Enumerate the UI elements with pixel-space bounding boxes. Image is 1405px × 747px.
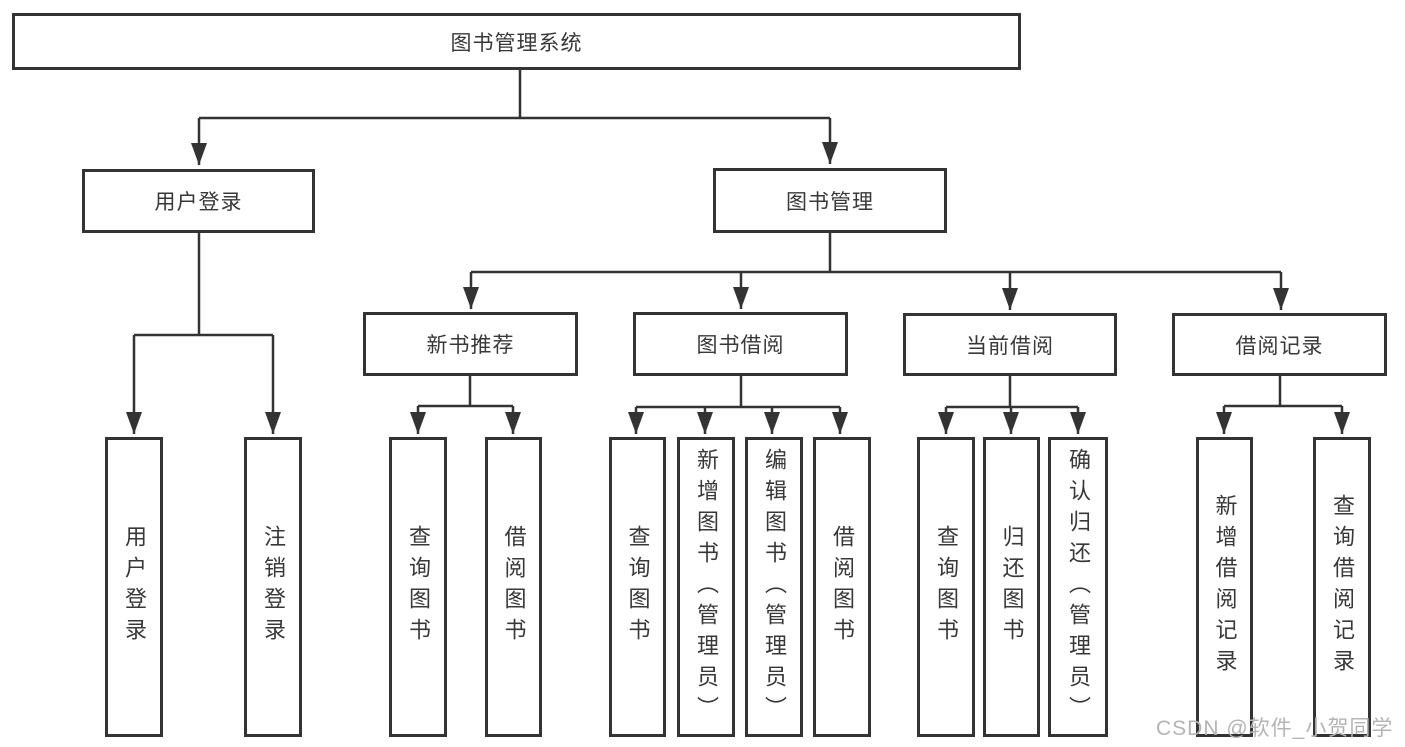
node-borrow-record: 借阅记录 [1172,313,1387,376]
edge-book-management-to-level3 [463,233,1289,310]
node-current-borrow: 当前借阅 [903,313,1117,376]
node-label: 图书管理 [786,190,874,214]
leaf-label: 查询图书 [625,525,651,649]
leaf-query-borrow-record: 查询借阅记录 [1313,437,1371,737]
leaf-label: 查询借阅记录 [1330,494,1355,680]
csdn-watermark: CSDN @软件_小贺同学 [1156,717,1394,740]
edge-book-borrow-to-leaves [628,376,848,434]
leaf-label: 确认归还（管理员） [1066,447,1091,727]
node-library-management-system: 图书管理系统 [12,13,1021,70]
leaf-query-book-recommend: 查询图书 [389,437,447,737]
leaf-borrow-book-recommend: 借阅图书 [485,437,542,737]
leaf-query-book-current: 查询图书 [917,437,975,737]
edge-borrow-record-to-leaves [1216,376,1350,434]
node-label: 图书管理系统 [450,31,583,55]
leaf-label: 新增图书（管理员） [694,447,719,727]
node-new-book-recommend: 新书推荐 [363,312,578,376]
leaf-add-book-admin: 新增图书（管理员） [677,437,735,737]
edge-root-to-level2 [191,70,838,165]
leaf-return-book: 归还图书 [983,437,1040,737]
edge-user-login-to-leaves [126,233,281,434]
leaf-user-login: 用户登录 [105,437,163,737]
leaf-logout: 注销登录 [244,437,302,737]
leaf-confirm-return-admin: 确认归还（管理员） [1048,437,1108,737]
leaf-label: 借阅图书 [501,525,527,649]
edge-current-borrow-to-leaves [938,376,1086,434]
node-label: 新书推荐 [426,334,515,357]
leaf-query-book-borrow: 查询图书 [609,437,666,737]
edge-new-book-to-leaves [410,376,521,434]
leaf-borrow-book: 借阅图书 [813,437,871,737]
node-label: 用户登录 [154,191,243,214]
leaf-label: 归还图书 [999,525,1025,649]
node-book-borrow: 图书借阅 [633,312,848,376]
node-label: 图书借阅 [696,334,785,357]
node-label: 当前借阅 [966,334,1054,358]
leaf-label: 借阅图书 [830,525,855,649]
leaf-label: 注销登录 [261,525,286,649]
leaf-label: 编辑图书（管理员） [762,447,787,727]
leaf-label: 新增借阅记录 [1212,494,1238,680]
leaf-add-borrow-record: 新增借阅记录 [1196,437,1253,737]
leaf-edit-book-admin: 编辑图书（管理员） [745,437,803,737]
node-user-login: 用户登录 [82,169,315,233]
node-book-management: 图书管理 [713,168,947,233]
node-label: 借阅记录 [1235,334,1324,358]
leaf-label: 查询图书 [934,525,959,649]
leaf-label: 用户登录 [122,525,147,649]
leaf-label: 查询图书 [406,525,431,649]
